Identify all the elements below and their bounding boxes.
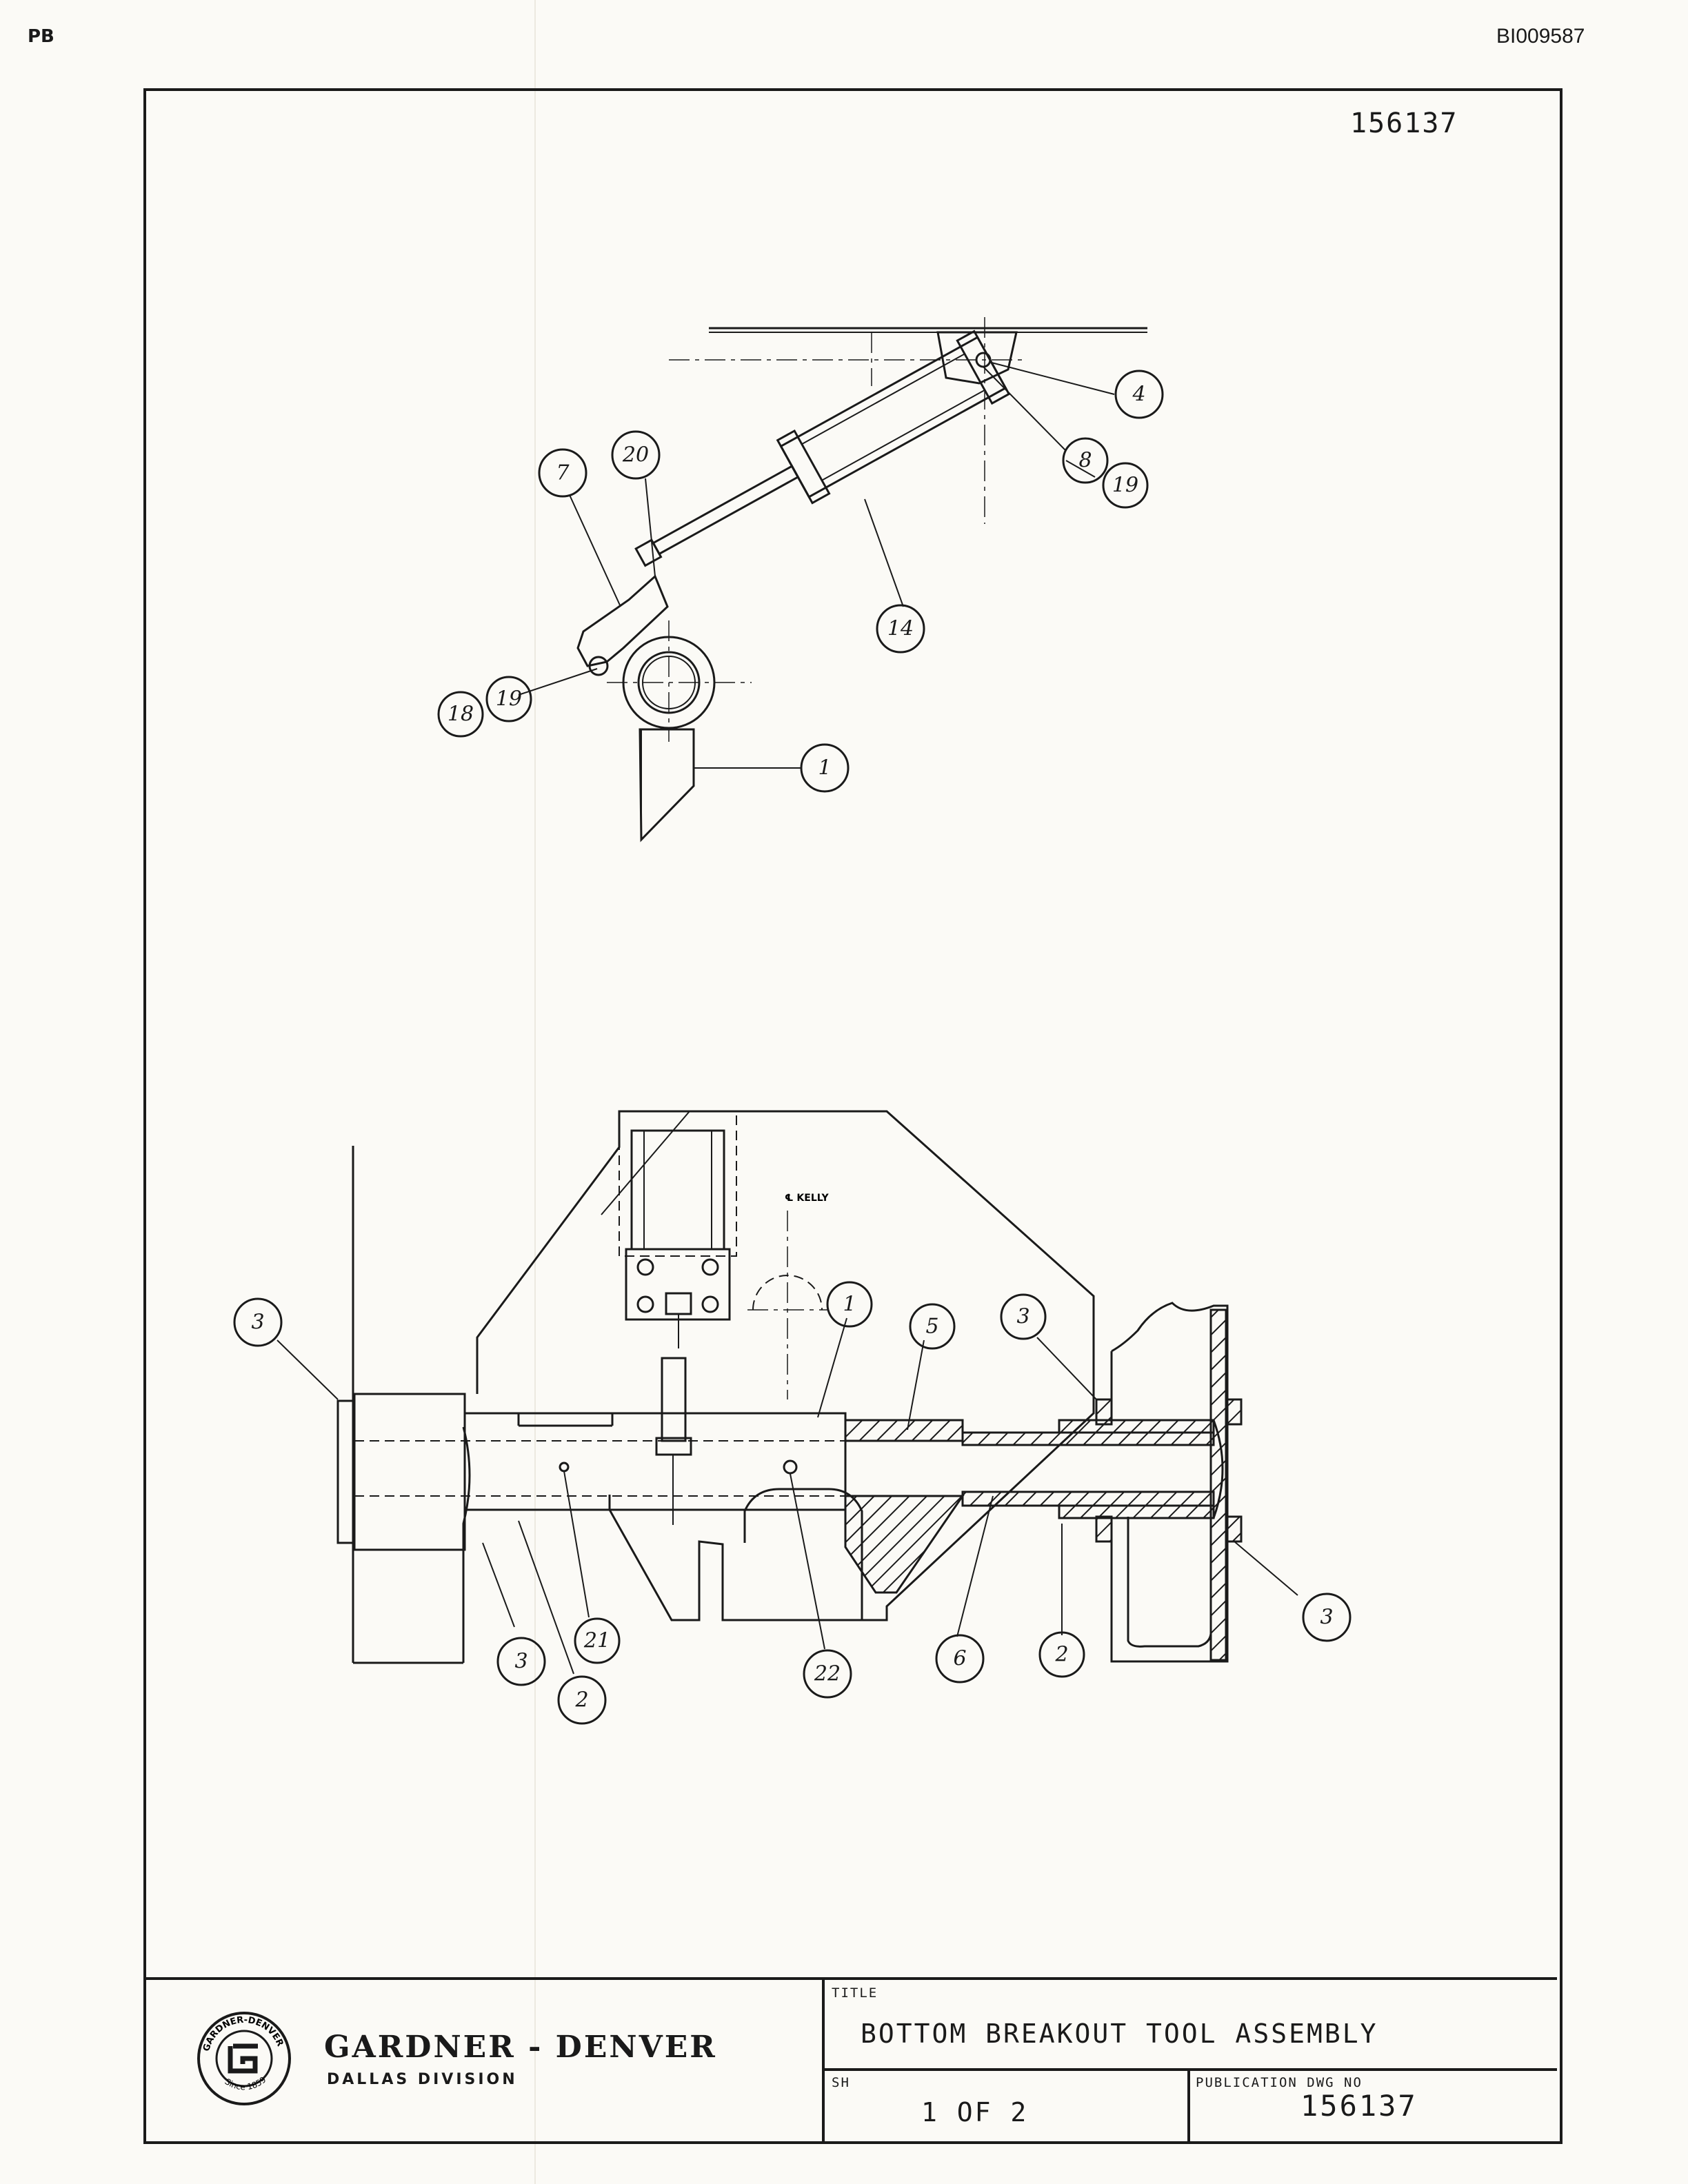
centerline-label: ℄ KELLY	[785, 1193, 829, 1204]
callout-item-1-top: 1	[800, 743, 850, 793]
tool-blade	[639, 728, 695, 842]
callout-item-6: 6	[935, 1634, 985, 1684]
hydraulic-cylinder	[634, 330, 1011, 567]
sheet-cell: SH 1 OF 2	[825, 2071, 1190, 2141]
paper-fold-line	[534, 0, 536, 2184]
corner-mark: PB	[28, 26, 54, 47]
callout-item-3-left: 3	[233, 1297, 283, 1347]
company-name: GARDNER - DENVER	[324, 2030, 717, 2065]
callout-label: 8	[1078, 449, 1092, 473]
callout-label: 14	[887, 617, 914, 641]
callout-label: 19	[496, 687, 522, 711]
sheet-label: SH	[832, 2075, 850, 2090]
company-cell: GARDNER-DENVER Since 1859 GARDNER - DENV…	[143, 1980, 825, 2141]
title-cell: TITLE BOTTOM BREAKOUT TOOL ASSEMBLY	[825, 1980, 1557, 2071]
housing-outline	[476, 1110, 1095, 1621]
assembly-drawing: 4 8 19 7 20 14 18 19 1	[233, 317, 1352, 1725]
callout-label: 4	[1132, 383, 1145, 407]
callout-label: 3	[1016, 1305, 1029, 1329]
drawing-title: BOTTOM BREAKOUT TOOL ASSEMBLY	[861, 2019, 1378, 2049]
bushing-lower	[1058, 1504, 1215, 1519]
callout-label: 19	[1112, 474, 1138, 498]
title-label: TITLE	[832, 1985, 878, 2001]
callout-item-7: 7	[538, 448, 587, 498]
company-seal-logo: GARDNER-DENVER Since 1859	[197, 2012, 291, 2105]
callout-item-14: 14	[876, 604, 925, 654]
document-id: BI009587	[1496, 25, 1585, 48]
callout-item-21: 21	[574, 1617, 621, 1664]
seal-bottom-text: Since 1859	[223, 2075, 268, 2092]
callout-item-8: 8	[1062, 437, 1109, 484]
actuator-pin	[661, 1357, 687, 1442]
drawing-number-top: 156137	[1350, 108, 1458, 139]
callout-label: 5	[925, 1315, 938, 1339]
publication-cell: PUBLICATION DWG NO 156137	[1190, 2071, 1557, 2141]
division-name: DALLAS DIVISION	[327, 2071, 518, 2088]
lower-view: ℄ KELLY	[277, 1110, 1298, 1675]
callout-item-19-top: 19	[1102, 462, 1149, 509]
callout-label: 21	[583, 1629, 610, 1653]
callout-item-2-right: 2	[1038, 1631, 1085, 1678]
callout-item-2-left: 2	[557, 1675, 607, 1725]
callout-item-3-upper-right: 3	[1000, 1293, 1047, 1340]
upper-view	[518, 317, 1147, 842]
callout-label: 22	[814, 1662, 841, 1686]
callout-item-20: 20	[611, 430, 661, 480]
callout-label: 3	[251, 1311, 264, 1335]
callout-label: 6	[953, 1647, 966, 1671]
callout-label: 7	[556, 461, 570, 485]
sheet-number: 1 OF 2	[921, 2097, 1029, 2127]
lever-arm	[576, 574, 669, 667]
drawing-border	[143, 88, 1563, 2144]
callout-label: 2	[574, 1688, 588, 1712]
callout-item-3-right: 3	[1302, 1593, 1352, 1642]
callout-item-1-lower: 1	[826, 1281, 873, 1328]
callout-item-5: 5	[909, 1303, 956, 1350]
bushing-upper	[1058, 1419, 1215, 1434]
callout-label: 1	[818, 756, 831, 780]
callout-label: 1	[843, 1293, 856, 1317]
publication-label: PUBLICATION DWG NO	[1196, 2075, 1363, 2090]
callout-item-3-lower-left: 3	[496, 1637, 546, 1686]
callout-item-18: 18	[437, 691, 484, 738]
callout-item-19-left: 19	[485, 676, 532, 722]
sleeve-lower	[844, 1495, 965, 1594]
piston-rod	[652, 465, 800, 556]
callout-label: 3	[1320, 1606, 1333, 1630]
cylinder-side-outline	[619, 1111, 737, 1257]
left-flange	[336, 1399, 356, 1544]
main-shaft	[463, 1412, 847, 1511]
callout-label: 3	[514, 1650, 528, 1674]
pivot-pin-lower	[588, 656, 609, 676]
callout-label: 2	[1054, 1643, 1068, 1667]
callout-item-22: 22	[803, 1649, 852, 1699]
callout-item-4: 4	[1114, 370, 1164, 419]
callout-label: 20	[622, 443, 649, 467]
sleeve-upper	[844, 1419, 964, 1442]
publication-number: 156137	[1300, 2089, 1418, 2123]
title-block: GARDNER-DENVER Since 1859 GARDNER - DENV…	[143, 1977, 1557, 2141]
callout-label: 18	[448, 702, 474, 727]
